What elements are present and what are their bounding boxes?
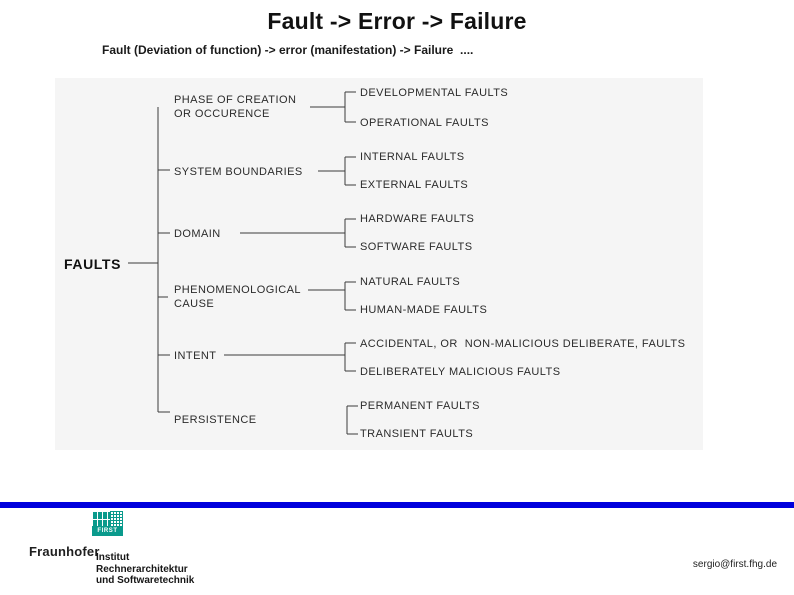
- category-system-boundaries: SYSTEM BOUNDARIES: [174, 166, 303, 178]
- footer-divider-bar: [0, 502, 794, 508]
- institute-name: Institut Rechnerarchitektur und Software…: [96, 552, 194, 587]
- institute-line-3: und Softwaretechnik: [96, 575, 195, 586]
- first-logo-grid-fine-lines: [110, 511, 123, 526]
- fraunhofer-wordmark: Fraunhofer: [29, 544, 100, 559]
- leaf-internal-faults: INTERNAL FAULTS: [360, 151, 465, 163]
- leaf-permanent-faults: PERMANENT FAULTS: [360, 400, 480, 412]
- diagram-panel: [55, 78, 703, 450]
- slide-subtitle: Fault (Deviation of function) -> error (…: [102, 43, 474, 57]
- first-logo-grid-solid-blocks: [92, 511, 110, 526]
- contact-email: sergio@first.fhg.de: [692, 559, 777, 570]
- page-title: Fault -> Error -> Failure: [267, 8, 527, 34]
- leaf-hardware-faults: HARDWARE FAULTS: [360, 213, 475, 225]
- leaf-external-faults: EXTERNAL FAULTS: [360, 179, 469, 191]
- leaf-transient-faults: TRANSIENT FAULTS: [360, 428, 474, 440]
- category-phase-of-creation: PHASE OF CREATION OR OCCURENCE: [174, 94, 297, 120]
- leaf-software-faults: SOFTWARE FAULTS: [360, 241, 473, 253]
- leaf-human-made-faults: HUMAN-MADE FAULTS: [360, 304, 488, 316]
- leaf-accidental-or-non-malicious-deliberate-faults: ACCIDENTAL, OR NON-MALICIOUS DELIBERATE,…: [360, 338, 686, 350]
- category-domain: DOMAIN: [174, 228, 221, 240]
- leaf-operational-faults: OPERATIONAL FAULTS: [360, 117, 489, 129]
- category-persistence: PERSISTENCE: [174, 414, 257, 426]
- tree-root-faults: FAULTS: [64, 256, 122, 272]
- leaf-natural-faults: NATURAL FAULTS: [360, 276, 461, 288]
- category-intent: INTENT: [174, 350, 217, 362]
- category-phenomenological-cause: PHENOMENOLOGICAL CAUSE: [174, 284, 302, 310]
- leaf-developmental-faults: DEVELOPMENTAL FAULTS: [360, 87, 509, 99]
- first-logo-grid-icon: [92, 511, 123, 526]
- institute-line-1: Institut: [96, 552, 130, 563]
- institute-line-2: Rechnerarchitektur: [96, 563, 188, 575]
- leaf-deliberately-malicious-faults: DELIBERATELY MALICIOUS FAULTS: [360, 366, 561, 378]
- first-logo-box: FIRST: [92, 526, 123, 536]
